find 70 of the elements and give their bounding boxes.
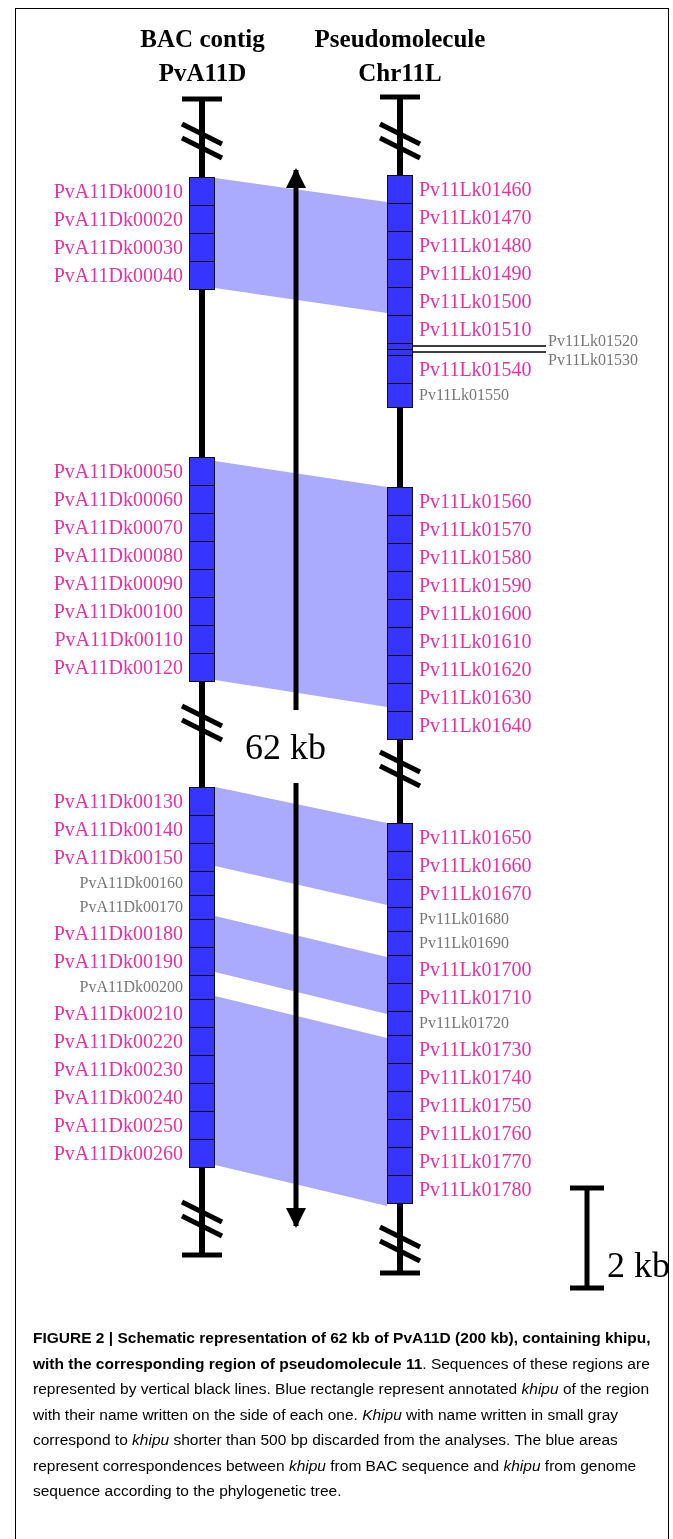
gene-label: Pv11Lk01560 bbox=[419, 489, 532, 513]
gene-label: PvA11Dk00070 bbox=[53, 515, 183, 539]
correspondence-band bbox=[215, 916, 387, 1014]
gene-label: PvA11Dk00180 bbox=[53, 921, 183, 945]
gene-label: PvA11Dk00210 bbox=[53, 1001, 183, 1025]
gene-label: Pv11Lk01750 bbox=[419, 1093, 532, 1117]
gene-label: PvA11Dk00250 bbox=[53, 1113, 183, 1137]
column-heading: BAC contig PvA11D bbox=[139, 24, 266, 88]
gene-label: Pv11Lk01590 bbox=[419, 573, 532, 597]
gene-label: PvA11Dk00030 bbox=[53, 235, 183, 259]
gene-label: PvA11Dk00220 bbox=[53, 1029, 183, 1053]
gene-label: PvA11Dk00150 bbox=[53, 845, 183, 869]
gene-label: Pv11Lk01760 bbox=[419, 1121, 532, 1145]
gene-label: Pv11Lk01530 bbox=[548, 350, 639, 370]
correspondence-band bbox=[215, 787, 387, 905]
gene-label: Pv11Lk01520 bbox=[548, 331, 639, 351]
gene-label: Pv11Lk01500 bbox=[419, 289, 532, 313]
leader-line bbox=[412, 351, 547, 353]
gene-label: Pv11Lk01540 bbox=[419, 357, 532, 381]
gene-label: Pv11Lk01660 bbox=[419, 853, 532, 877]
gene-label: Pv11Lk01550 bbox=[419, 385, 510, 405]
gene-label: Pv11Lk01710 bbox=[419, 985, 532, 1009]
gene-label: Pv11Lk01690 bbox=[419, 933, 510, 953]
gene-label: Pv11Lk01480 bbox=[419, 233, 532, 257]
dimension-label: 62 kb bbox=[245, 727, 326, 767]
gene-label: Pv11Lk01650 bbox=[419, 825, 532, 849]
figure-caption: FIGURE 2 | Schematic representation of 62 kb of PvA11D (200 kb), containing khipu, with the corresponding region of pseudomolecule 11. Sequences of these regions are represented by vertical black lines. Blue rectangle represent annotated khipu of the region with their name written on the side of each one. Khipu with name written in small gray correspond to khipu shorter than 500 bp discarded from the analyses. The blue areas represent correspondences between khipu from BAC sequence and khipu from genome sequence according to the phylogenetic tree. bbox=[33, 1328, 652, 1501]
column-heading: Pseudomolecule Chr11L bbox=[313, 24, 487, 88]
gene-label: PvA11Dk00190 bbox=[53, 949, 183, 973]
gene-label: PvA11Dk00110 bbox=[54, 627, 183, 651]
gene-label: PvA11Dk00010 bbox=[53, 179, 183, 203]
gene-label: Pv11Lk01740 bbox=[419, 1065, 532, 1089]
gene-label: PvA11Dk00230 bbox=[53, 1057, 183, 1081]
gene-label: Pv11Lk01470 bbox=[419, 205, 532, 229]
gene-label: Pv11Lk01460 bbox=[419, 177, 532, 201]
gene-label: Pv11Lk01700 bbox=[419, 957, 532, 981]
gene-label: PvA11Dk00020 bbox=[53, 207, 183, 231]
gene-label: Pv11Lk01570 bbox=[419, 517, 532, 541]
gene-label: PvA11Dk00060 bbox=[53, 487, 183, 511]
gene-label: PvA11Dk00260 bbox=[53, 1141, 183, 1165]
gene-label: Pv11Lk01580 bbox=[419, 545, 532, 569]
leader-line bbox=[412, 345, 547, 347]
gene-label: PvA11Dk00160 bbox=[79, 873, 183, 893]
gene-label: PvA11Dk00130 bbox=[53, 789, 183, 813]
gene-label: PvA11Dk00240 bbox=[53, 1085, 183, 1109]
gene-label: PvA11Dk00040 bbox=[53, 263, 183, 287]
gene-label: Pv11Lk01670 bbox=[419, 881, 532, 905]
gene-label: PvA11Dk00140 bbox=[53, 817, 183, 841]
gene-label: Pv11Lk01510 bbox=[419, 317, 532, 341]
gene-label: PvA11Dk00050 bbox=[53, 459, 183, 483]
gene-label: Pv11Lk01730 bbox=[419, 1037, 532, 1061]
scale-label: 2 kb bbox=[607, 1245, 670, 1285]
correspondence-band bbox=[215, 178, 387, 313]
gene-label: PvA11Dk00090 bbox=[53, 571, 183, 595]
gene-label: Pv11Lk01770 bbox=[419, 1149, 532, 1173]
gene-label: PvA11Dk00080 bbox=[53, 543, 183, 567]
gene-label: Pv11Lk01600 bbox=[419, 601, 532, 625]
gene-label: Pv11Lk01610 bbox=[419, 629, 532, 653]
gene-label: Pv11Lk01630 bbox=[419, 685, 532, 709]
gene-label: Pv11Lk01680 bbox=[419, 909, 510, 929]
gene-label: PvA11Dk00170 bbox=[79, 897, 183, 917]
gene-label: Pv11Lk01490 bbox=[419, 261, 532, 285]
gene-label: Pv11Lk01620 bbox=[419, 657, 532, 681]
correspondence-band bbox=[215, 461, 387, 707]
gene-label: Pv11Lk01780 bbox=[419, 1177, 532, 1201]
gene-label: Pv11Lk01640 bbox=[419, 713, 532, 737]
gene-label: PvA11Dk00100 bbox=[53, 599, 183, 623]
gene-label: Pv11Lk01720 bbox=[419, 1013, 510, 1033]
gene-label: PvA11Dk00120 bbox=[53, 655, 183, 679]
gene-label: PvA11Dk00200 bbox=[79, 977, 183, 997]
